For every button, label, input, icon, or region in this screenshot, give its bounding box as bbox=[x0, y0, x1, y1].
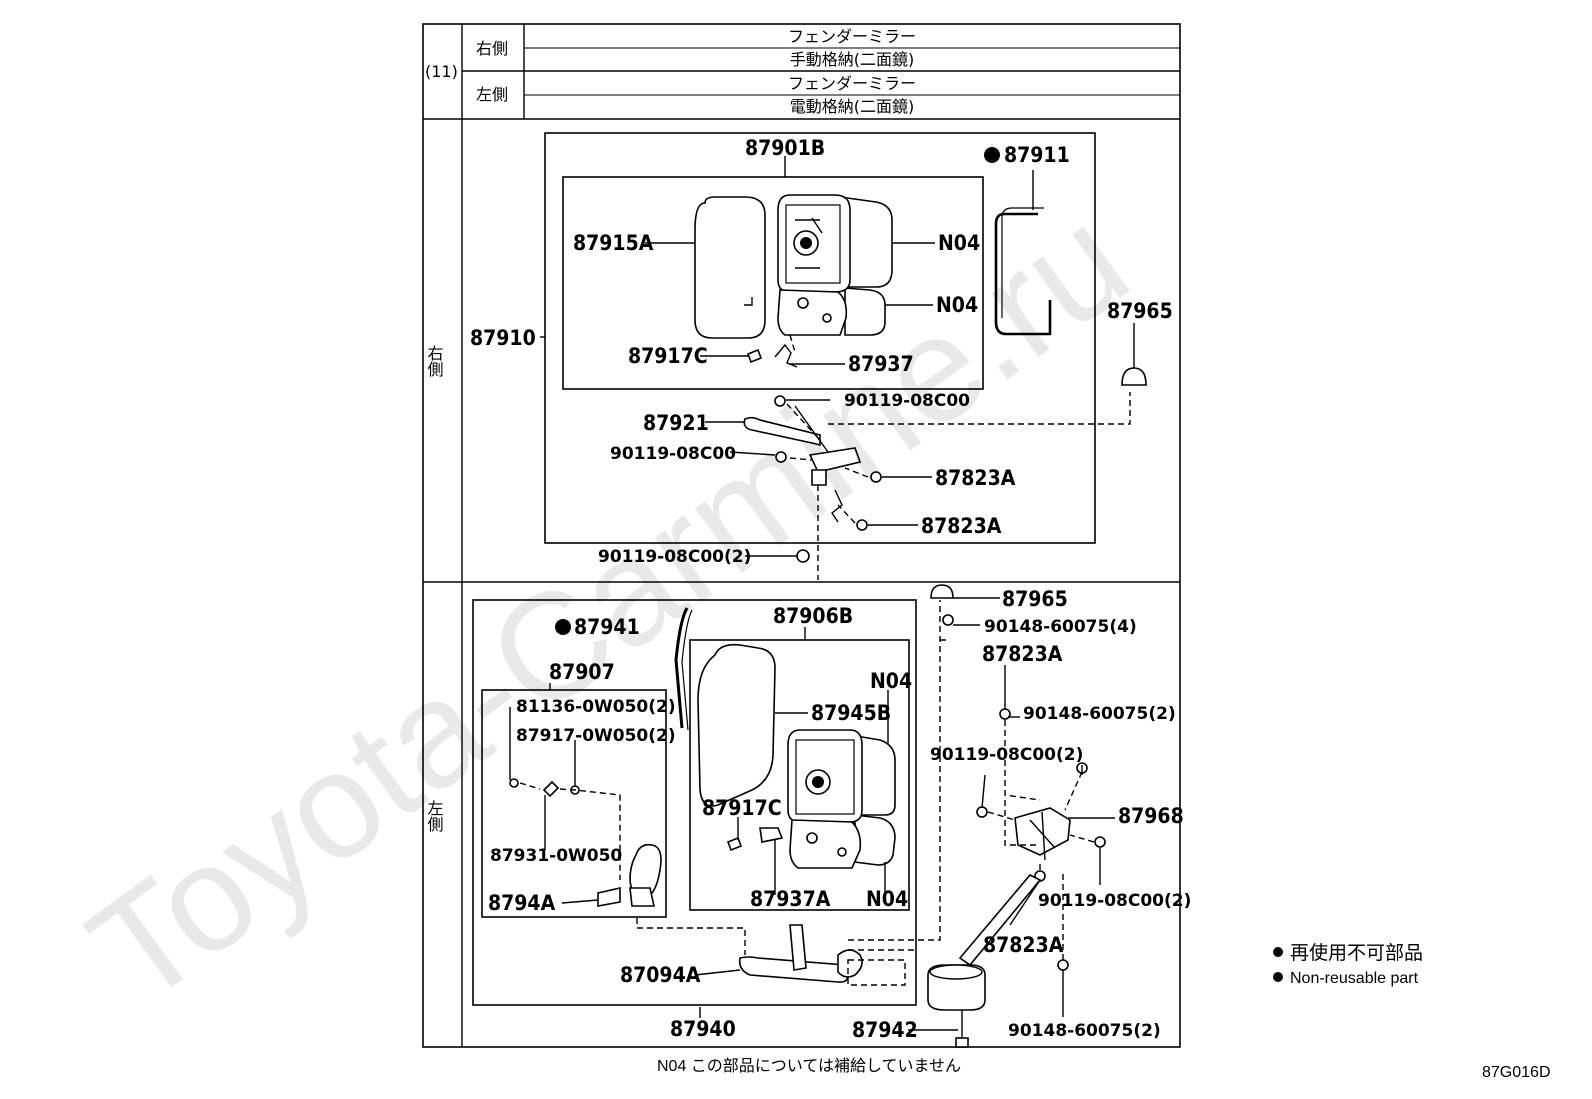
label-n04-right-a: N04 bbox=[938, 231, 980, 255]
legend-dot-en bbox=[1273, 972, 1283, 982]
row-label-right: 右側 bbox=[425, 345, 444, 377]
label-87823A-left-b: 87823A bbox=[983, 933, 1064, 957]
legend-dot-jp bbox=[1273, 947, 1283, 957]
label-90148-60075-4: 90148-60075(4) bbox=[984, 617, 1137, 637]
label-87911: 87911 bbox=[1004, 143, 1070, 167]
label-n04-left-b: N04 bbox=[866, 887, 908, 911]
header-left-line-2: 電動格納(二面鏡) bbox=[790, 97, 915, 116]
label-90148-60075-2a: 90148-60075(2) bbox=[1023, 704, 1176, 724]
left-mirror-group bbox=[472, 584, 1106, 1048]
left-leaders bbox=[509, 597, 1115, 1031]
label-n04-left-a: N04 bbox=[870, 669, 912, 693]
non-reusable-dot-87911 bbox=[984, 147, 1000, 163]
label-n04-right-b: N04 bbox=[936, 293, 978, 317]
label-87940: 87940 bbox=[670, 1017, 736, 1041]
footnote: N04 この部品については補給していません bbox=[657, 1057, 961, 1075]
legend-jp: 再使用不可部品 bbox=[1290, 942, 1423, 964]
label-87965-left: 87965 bbox=[1002, 587, 1068, 611]
label-87094A: 87094A bbox=[620, 963, 701, 987]
label-87823A-right-b: 87823A bbox=[921, 514, 1002, 538]
label-87915A: 87915A bbox=[573, 231, 654, 255]
label-87823A-right-a: 87823A bbox=[935, 466, 1016, 490]
header-right-line-2: 手動格納(二面鏡) bbox=[790, 50, 915, 69]
label-87945B: 87945B bbox=[811, 701, 891, 725]
label-90119-08C00-2-left-b: 90119-08C00(2) bbox=[1038, 891, 1191, 911]
non-reusable-dot-87941 bbox=[555, 619, 571, 635]
label-87906B: 87906B bbox=[773, 604, 853, 628]
row-label-left: 左側 bbox=[425, 800, 444, 832]
mirror-glass-87945B bbox=[697, 643, 776, 807]
table-frame bbox=[422, 23, 1181, 1048]
label-81136-0W050: 81136-0W050(2) bbox=[516, 697, 676, 717]
label-87965-right: 87965 bbox=[1107, 299, 1173, 323]
header-left-line-1: フェンダーミラー bbox=[788, 74, 916, 93]
header-left-side: 左側 bbox=[476, 85, 508, 104]
label-87937: 87937 bbox=[848, 352, 914, 376]
label-87917-0W050: 87917-0W050(2) bbox=[516, 726, 676, 746]
label-87941: 87941 bbox=[574, 615, 640, 639]
header-right-line-1: フェンダーミラー bbox=[788, 27, 916, 46]
label-90119-08C00-a: 90119-08C00 bbox=[844, 391, 970, 411]
label-87937A: 87937A bbox=[750, 887, 831, 911]
drawing-code: 87G016D bbox=[1482, 1064, 1551, 1081]
label-87823A-left-a: 87823A bbox=[982, 642, 1063, 666]
label-87968: 87968 bbox=[1118, 804, 1184, 828]
label-87910: 87910 bbox=[470, 326, 536, 350]
label-90119-08C00-b: 90119-08C00 bbox=[610, 444, 736, 464]
header-right-side: 右側 bbox=[476, 39, 508, 58]
label-90148-60075-2b: 90148-60075(2) bbox=[1008, 1021, 1161, 1041]
label-87907: 87907 bbox=[549, 660, 615, 684]
cap-87965-right bbox=[1121, 367, 1147, 386]
legend-en: Non-reusable part bbox=[1290, 970, 1419, 987]
label-87917C-left: 87917C bbox=[702, 796, 782, 820]
label-87917C-right: 87917C bbox=[628, 344, 708, 368]
label-8794A: 8794A bbox=[488, 891, 556, 915]
header-group: (11) bbox=[425, 62, 458, 81]
label-87921: 87921 bbox=[643, 411, 709, 435]
label-87942: 87942 bbox=[852, 1018, 918, 1042]
right-leaders bbox=[540, 156, 1135, 557]
label-90119-08C00-2: 90119-08C00(2) bbox=[598, 547, 751, 567]
mirror-glass-87915A bbox=[694, 196, 766, 339]
label-87901B: 87901B bbox=[745, 136, 825, 160]
label-87931-0W050: 87931-0W050 bbox=[490, 846, 622, 866]
right-mirror-group bbox=[544, 132, 1147, 580]
label-90119-08C00-2-left-a: 90119-08C00(2) bbox=[930, 745, 1083, 765]
watermark: Toyota-Carmine.ru bbox=[60, 175, 1157, 1036]
